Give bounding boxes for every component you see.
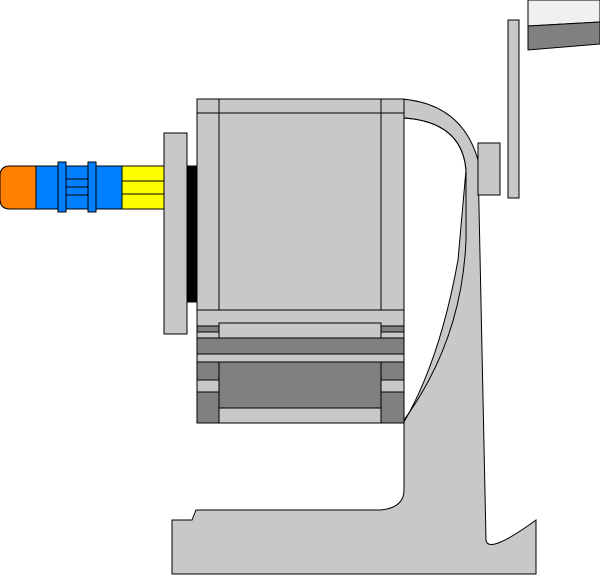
band-2 — [196, 325, 220, 333]
backing-plate — [185, 165, 198, 303]
frame-inner-curve — [403, 117, 467, 421]
band-3 — [218, 322, 382, 339]
band-7 — [196, 379, 220, 393]
faceplate — [163, 132, 188, 335]
crank-handle-bottom — [527, 21, 600, 51]
pencil — [0, 161, 165, 213]
pencil-wood — [121, 165, 165, 210]
band-9 — [196, 391, 220, 424]
crank-handle-top — [527, 0, 600, 27]
band-8 — [218, 361, 382, 409]
band-7b — [380, 379, 405, 393]
drive-shaft — [477, 142, 501, 196]
band-9b — [380, 391, 405, 424]
ferrule-ring-2 — [87, 161, 97, 213]
band-4 — [196, 337, 405, 355]
band-2b — [380, 325, 405, 333]
pencil-eraser — [0, 165, 37, 210]
crank-arm — [507, 19, 520, 199]
ferrule-ring-1 — [57, 161, 67, 213]
